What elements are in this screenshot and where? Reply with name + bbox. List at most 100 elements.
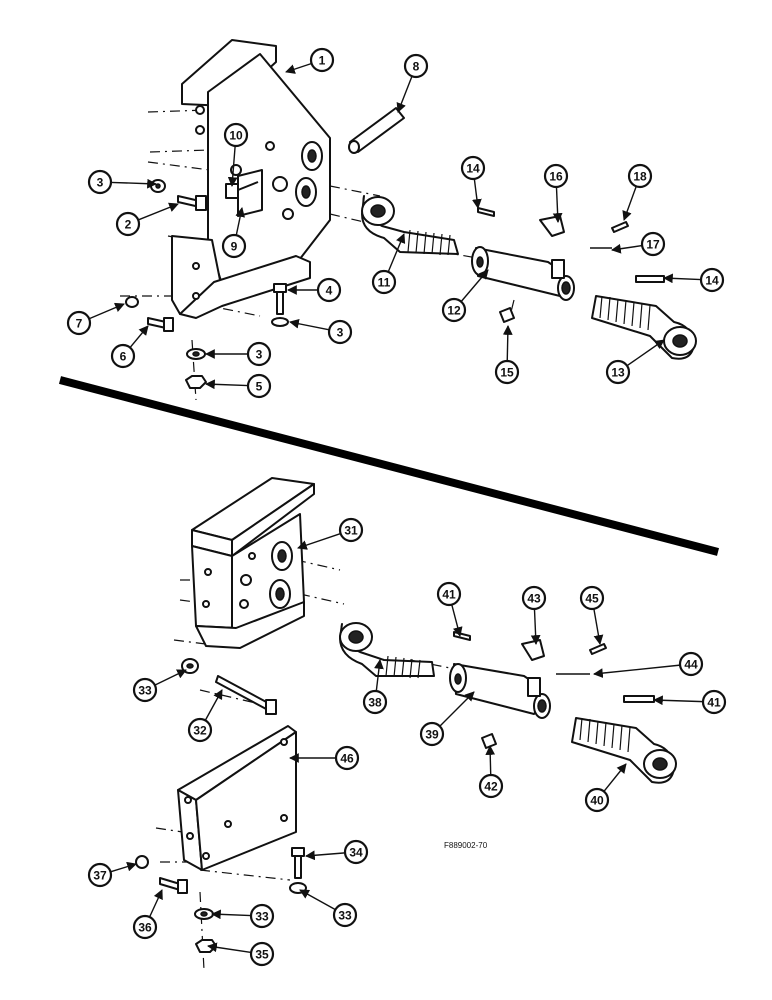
part-callout-15: 15 (494, 325, 520, 385)
part-callout-2: 2 (115, 202, 179, 237)
part-callout-10: 10 (223, 122, 249, 187)
leader-line (148, 889, 163, 918)
figure-code: F889002-70 (444, 841, 488, 850)
leader-line (297, 532, 341, 550)
leader-line (374, 659, 384, 692)
part-callout-8: 8 (396, 53, 429, 113)
part-callout-40: 40 (584, 763, 627, 813)
callout-number: 3 (256, 348, 263, 362)
leader-line (137, 202, 179, 221)
part-callout-4: 4 (287, 277, 342, 303)
callout-circle (66, 310, 92, 336)
callout-circle (640, 231, 666, 257)
part-callout-5: 5 (205, 373, 272, 399)
part-callout-32: 32 (187, 689, 223, 743)
callout-circle (627, 163, 653, 189)
leader-line (235, 207, 245, 236)
cotter-pin (611, 221, 629, 233)
part-callout-16: 16 (543, 163, 569, 223)
nut (195, 939, 217, 953)
callout-circle (579, 585, 605, 611)
callout-circle (221, 233, 247, 259)
callout-number: 7 (76, 317, 83, 331)
washer (271, 317, 289, 327)
leader-line (663, 273, 702, 284)
callout-number: 38 (368, 696, 382, 710)
callout-circle (246, 341, 272, 367)
bolt-vertical (273, 283, 287, 315)
part-callout-37: 37 (87, 861, 137, 888)
rod-end-left (339, 622, 435, 679)
leader-line (211, 909, 252, 920)
rod-end-right (591, 295, 697, 360)
callout-circle (87, 862, 113, 888)
callout-number: 32 (193, 724, 207, 738)
callout-circle (543, 163, 569, 189)
callout-circle (419, 721, 445, 747)
callout-circle (584, 787, 610, 813)
callout-circle (362, 689, 388, 715)
leader-line (502, 325, 513, 362)
part-callout-31: 31 (297, 517, 364, 550)
callout-number: 41 (707, 696, 721, 710)
callout-circle (87, 169, 113, 195)
callout-circle (187, 717, 213, 743)
callout-number: 41 (442, 588, 456, 602)
callout-circle (334, 745, 360, 771)
leader-line (622, 186, 637, 221)
callout-number: 33 (255, 910, 269, 924)
part-callout-41: 41 (653, 689, 727, 715)
leader-line (227, 145, 238, 187)
part-callout-7: 7 (66, 302, 125, 336)
callout-circle (460, 155, 486, 181)
part-callout-33: 33 (299, 889, 358, 928)
callout-circle (132, 914, 158, 940)
leader-line (305, 850, 346, 861)
bottom-assembly: F889002-70 (135, 477, 677, 971)
callout-circle (249, 941, 275, 967)
part-callout-14: 14 (663, 267, 725, 293)
angle-bracket (177, 725, 297, 871)
callout-number: 4 (326, 284, 333, 298)
leader-line (110, 178, 157, 189)
roll-pin (453, 631, 471, 641)
callout-number: 9 (231, 240, 238, 254)
callout-number: 33 (338, 909, 352, 923)
part-callout-38: 38 (362, 659, 388, 715)
bolt-vertical (291, 847, 305, 879)
leader-line (289, 318, 330, 331)
callout-number: 45 (585, 592, 599, 606)
leader-line (472, 178, 482, 209)
nut (135, 855, 149, 869)
callout-circle (332, 902, 358, 928)
part-callout-13: 13 (605, 339, 665, 385)
callout-circle (246, 373, 272, 399)
roll-pin (477, 207, 495, 217)
part-callout-14: 14 (460, 155, 486, 209)
callout-circle (441, 297, 467, 323)
leader-line (129, 325, 149, 348)
bolt (147, 317, 174, 332)
long-bolt (215, 675, 277, 715)
part-callout-3: 3 (289, 318, 353, 345)
leader-line (110, 861, 137, 873)
roll-pin (623, 695, 655, 703)
leader-line (285, 62, 312, 74)
grease-fitting (499, 307, 515, 323)
callout-circle (478, 773, 504, 799)
leader-line (205, 379, 249, 390)
cotter-pin (589, 643, 607, 655)
part-callout-33: 33 (211, 903, 275, 929)
leader-line (593, 608, 604, 645)
callout-circle (309, 47, 335, 73)
part-callout-33: 33 (132, 669, 187, 703)
callout-number: 8 (413, 60, 420, 74)
leader-line (88, 302, 125, 320)
part-callout-45: 45 (579, 585, 605, 645)
part-callout-1: 1 (285, 47, 335, 74)
callout-number: 17 (646, 238, 660, 252)
part-callout-44: 44 (593, 651, 704, 678)
pin-long (348, 107, 405, 154)
callout-circle (699, 267, 725, 293)
